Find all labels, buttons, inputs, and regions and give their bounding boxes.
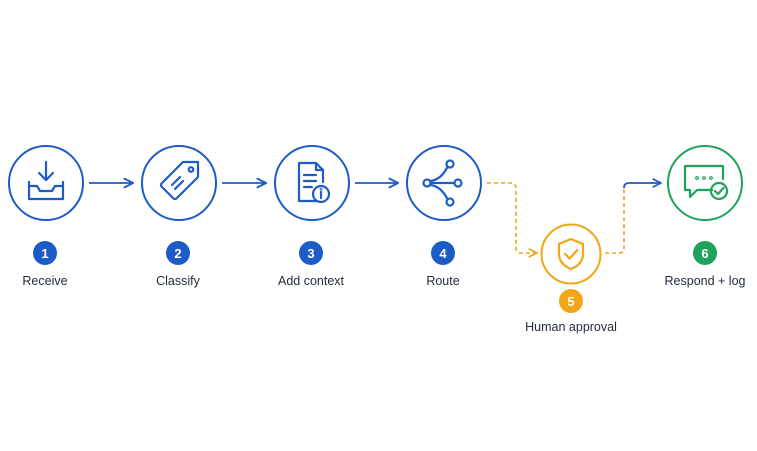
arrow-5-to-6: [605, 178, 662, 254]
step-1-badge: 1: [33, 241, 57, 265]
step-2-label: Classify: [156, 274, 200, 288]
step-1-label: Receive: [22, 274, 68, 288]
shield-check-icon: [557, 237, 585, 271]
step-2-badge: 2: [166, 241, 190, 265]
step-2-number: 2: [174, 245, 182, 261]
step-5-badge: 5: [559, 289, 583, 313]
step-3-node: [273, 144, 351, 222]
step-6-node: [666, 144, 744, 222]
step-4-node: [405, 144, 483, 222]
step-2-node: [140, 144, 218, 222]
step-3-number: 3: [307, 245, 315, 261]
step-6-label: Respond + log: [664, 274, 746, 288]
inbox-download-icon: [27, 160, 65, 201]
step-3-badge: 3: [299, 241, 323, 265]
step-5-label: Human approval: [525, 320, 617, 334]
arrow-5-to-6-solid-tip: [623, 182, 660, 189]
step-1-number: 1: [41, 245, 49, 261]
branch-split-icon: [422, 159, 463, 207]
step-4-badge: 4: [431, 241, 455, 265]
step-5-number: 5: [567, 293, 575, 309]
step-1-node: [7, 144, 85, 222]
step-6-badge: 6: [693, 241, 717, 265]
document-info-icon: [297, 161, 331, 204]
step-4-number: 4: [439, 245, 447, 261]
step-5-node: [540, 223, 602, 285]
step-6-number: 6: [701, 245, 709, 261]
step-3-label: Add context: [277, 274, 344, 288]
arrow-4-to-5: [487, 182, 538, 258]
step-4-label: Route: [426, 274, 460, 288]
chat-check-icon: [683, 164, 729, 201]
tag-icon: [159, 160, 200, 201]
